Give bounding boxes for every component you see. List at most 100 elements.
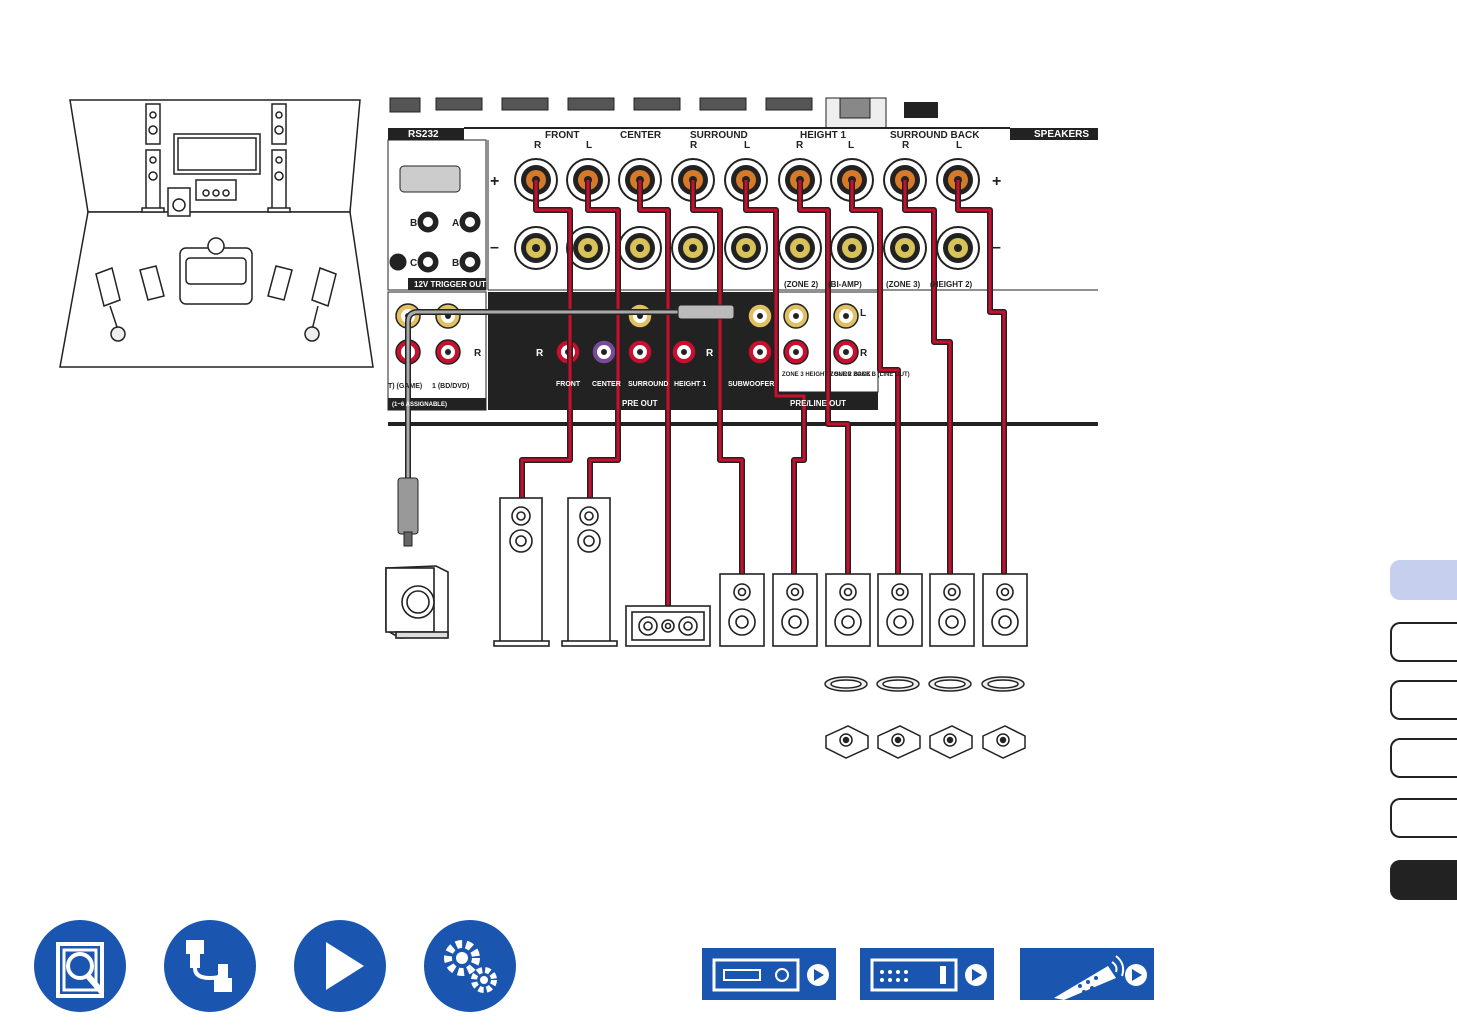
label-surround: SURROUND: [690, 130, 748, 141]
label-center: CENTER: [620, 130, 662, 141]
rca-jack-14: [833, 303, 859, 329]
label-preout-r2: R: [706, 348, 714, 359]
terminal-bottom-2: [566, 226, 610, 270]
playback-icon: [326, 942, 364, 990]
front-panel-button[interactable]: [702, 948, 836, 1000]
label-front-l: L: [586, 140, 592, 151]
room-layout-illustration: [59, 99, 374, 368]
label-height1: HEIGHT 1: [800, 130, 847, 141]
terminal-bottom-1: [514, 226, 558, 270]
label-height1-l: L: [848, 140, 854, 151]
subwoofer-speaker: [385, 565, 449, 639]
label-sb-r: R: [902, 140, 910, 151]
section-tab-3[interactable]: [1390, 680, 1457, 720]
label-pre-out: PRE OUT: [622, 399, 658, 408]
label-plus-left: +: [490, 173, 499, 190]
bookshelf-speaker-5: [929, 573, 975, 647]
label-pre-center: CENTER: [592, 381, 621, 388]
label-jack-b2: B: [452, 258, 459, 269]
section-tab-6[interactable]: [1390, 860, 1457, 900]
contents-icon: [56, 942, 105, 998]
label-preout-r: R: [536, 348, 544, 359]
terminal-bottom-5: [724, 226, 768, 270]
speaker-cable-1: [519, 180, 573, 500]
bookshelf-speaker-3: [825, 573, 871, 647]
label-line-l: L: [860, 308, 866, 319]
label-surround-back: SURROUND BACK: [890, 130, 980, 141]
label-input-bd: 1 (BD/DVD): [432, 383, 469, 390]
contents-button[interactable]: [34, 920, 126, 1012]
terminal-bottom-4: [671, 226, 715, 270]
label-zone2-block: ZONE 2 ZONE B (LINE OUT): [830, 372, 910, 378]
label-jack-b: B: [410, 218, 417, 229]
panel-labels: RS232 SPEAKERS FRONT CENTER SURROUND HEI…: [388, 129, 1089, 408]
label-front: FRONT: [545, 130, 579, 141]
setup-button[interactable]: [424, 920, 516, 1012]
speaker-cable-4: [690, 180, 745, 578]
connections-button[interactable]: [164, 920, 256, 1012]
label-surround-l: L: [744, 140, 750, 151]
label-plus-right: +: [992, 173, 1001, 190]
speaker-cable-7: [849, 180, 901, 578]
bookshelf-speaker-6: [982, 573, 1028, 647]
label-biamp: (BI-AMP): [828, 280, 862, 289]
label-surround-r: R: [690, 140, 698, 151]
label-subwoofer: SUBWOOFER: [728, 381, 774, 388]
terminal-bottom-3: [618, 226, 662, 270]
label-preline-out: PRE/LINE OUT: [790, 399, 846, 408]
remote-icon: [1054, 955, 1147, 1000]
section-tab-5[interactable]: [1390, 798, 1457, 838]
remote-button[interactable]: [1020, 948, 1154, 1000]
label-minus-left: –: [490, 239, 499, 256]
section-tab-4[interactable]: [1390, 738, 1457, 778]
terminal-bottom-8: [883, 226, 927, 270]
rca-jack-2: [435, 303, 461, 329]
rca-jack-12: [783, 303, 809, 329]
height-speaker-accessories: [824, 676, 1026, 759]
terminal-bottom-6: [778, 226, 822, 270]
playback-button[interactable]: [294, 920, 386, 1012]
label-front-r: R: [534, 140, 542, 151]
terminal-bottom-7: [830, 226, 874, 270]
rca-jack-15: [833, 339, 859, 365]
label-line-r: R: [860, 348, 868, 359]
speaker-cable-9: [955, 180, 1007, 578]
rear-panel-button[interactable]: [860, 948, 994, 1000]
rca-jack-7: [627, 303, 653, 329]
speaker-cable-8: [902, 180, 953, 578]
label-pre-surround: SURROUND: [628, 381, 668, 388]
terminal-bottom-9: [936, 226, 980, 270]
label-sb-l: L: [956, 140, 962, 151]
front-left-tower-speaker: [561, 497, 618, 647]
label-speakers: SPEAKERS: [1034, 129, 1089, 140]
section-tab-1[interactable]: [1390, 560, 1457, 600]
rear-panel-icon: [870, 958, 987, 992]
front-right-tower-speaker: [493, 497, 550, 647]
setup-icon: [444, 940, 497, 993]
label-input-r: R: [474, 348, 482, 359]
rca-jack-6: [591, 339, 617, 365]
height-module-3: [928, 676, 973, 759]
section-tab-2[interactable]: [1390, 622, 1457, 662]
label-height1-r: R: [796, 140, 804, 151]
speaker-cables: [519, 180, 1007, 608]
rca-jack-13: [783, 339, 809, 365]
rca-jack-11: [747, 339, 773, 365]
label-trigger-out: 12V TRIGGER OUT: [414, 280, 486, 289]
subwoofer-cable: [397, 304, 735, 547]
label-rs232: RS232: [408, 129, 439, 140]
height-module-4: [981, 676, 1026, 759]
label-pre-front: FRONT: [556, 381, 581, 388]
label-assignable: (1~6 ASSIGNABLE): [392, 402, 447, 408]
bookshelf-speaker-1: [719, 573, 765, 647]
label-jack-c: C: [410, 258, 417, 269]
connections-icon: [186, 940, 232, 992]
label-jack-a: A: [452, 218, 459, 229]
label-height2: (HEIGHT 2): [930, 280, 973, 289]
height-module-2: [876, 676, 921, 759]
center-speaker: [625, 605, 711, 647]
speaker-cable-5: [743, 180, 807, 578]
label-zone2: (ZONE 2): [784, 280, 819, 289]
label-input-game: T) (GAME): [388, 383, 422, 390]
